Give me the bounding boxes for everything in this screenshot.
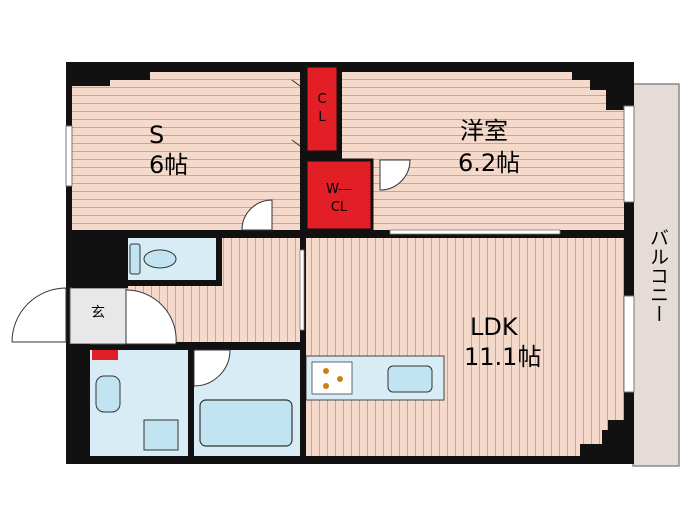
door-swing <box>379 159 411 191</box>
ldk-size: 11.1帖 <box>464 343 542 371</box>
walk-in-closet-label-top: W― <box>326 182 352 197</box>
wall <box>188 350 194 456</box>
sliding-door <box>299 249 305 331</box>
entrance-label: 玄 <box>91 305 105 321</box>
toilet-bowl <box>143 249 177 269</box>
washing-machine-pan <box>143 419 179 451</box>
breaker-box <box>92 350 118 360</box>
western-room-notch <box>572 72 624 110</box>
hallway-floor <box>222 238 302 346</box>
balcony-label: バルコニー <box>647 228 669 323</box>
wall <box>216 238 222 286</box>
wall <box>70 344 90 456</box>
s-room-notch <box>72 72 150 86</box>
sliding-door <box>389 229 561 235</box>
toilet-tank <box>129 243 141 275</box>
wall <box>126 280 222 286</box>
stove-burner <box>337 376 343 382</box>
washbasin <box>95 375 121 413</box>
stove-burner <box>323 368 329 374</box>
walk-in-closet-label-bottom: CL <box>330 200 348 215</box>
wall <box>300 350 306 456</box>
wall <box>72 230 624 238</box>
stove-burner <box>323 383 329 389</box>
s-room-name: S <box>149 121 165 149</box>
door-swing <box>193 349 231 387</box>
wall <box>338 66 342 160</box>
balcony <box>632 83 680 467</box>
door-swing <box>125 289 177 345</box>
wall <box>72 238 128 288</box>
window <box>65 125 73 187</box>
western-room-name: 洋室 <box>460 117 508 145</box>
window <box>623 295 635 393</box>
closet-label-bottom: L <box>318 110 326 125</box>
ldk-notch <box>580 420 624 456</box>
stove <box>311 361 353 395</box>
western-room-size: 6.2帖 <box>458 149 521 177</box>
door-swing <box>241 199 273 231</box>
entrance-door-swing <box>11 287 67 343</box>
ldk-name: LDK <box>470 313 518 341</box>
window <box>623 105 635 203</box>
wall <box>126 342 306 350</box>
bathtub <box>199 399 293 447</box>
closet-label-top: C <box>317 92 327 107</box>
closet <box>304 64 340 154</box>
ldk-floor <box>306 238 624 456</box>
western-room-floor <box>342 72 624 230</box>
wall <box>300 66 306 232</box>
entrance <box>69 287 127 345</box>
s-room-size: 6帖 <box>149 151 189 179</box>
closet-door <box>291 79 301 147</box>
kitchen-sink <box>387 365 433 393</box>
